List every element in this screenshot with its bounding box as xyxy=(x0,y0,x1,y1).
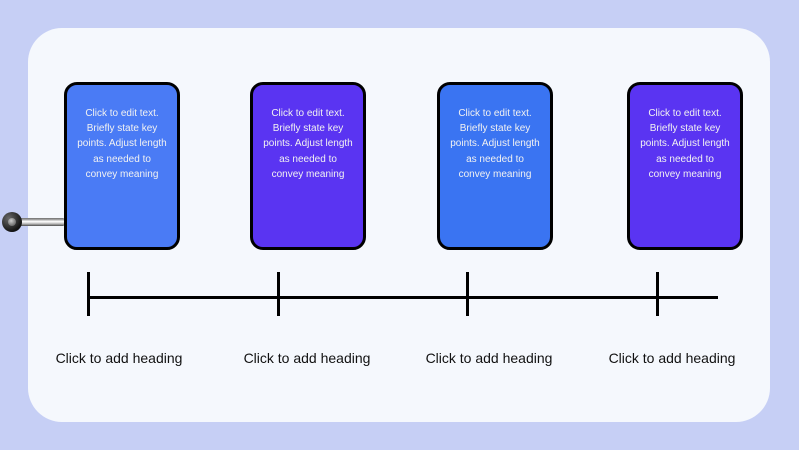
milestone-card-4-text[interactable]: Click to edit text. Briefly state key po… xyxy=(640,108,730,180)
connector-pin-icon[interactable] xyxy=(2,212,64,232)
timeline-heading-1[interactable]: Click to add heading xyxy=(55,350,183,366)
milestone-card-3[interactable]: Click to edit text. Briefly state key po… xyxy=(437,82,553,250)
timeline-tick-4 xyxy=(656,272,659,316)
milestone-card-1-text[interactable]: Click to edit text. Briefly state key po… xyxy=(77,108,167,180)
milestone-card-2[interactable]: Click to edit text. Briefly state key po… xyxy=(250,82,366,250)
milestone-card-4[interactable]: Click to edit text. Briefly state key po… xyxy=(627,82,743,250)
timeline-tick-1 xyxy=(87,272,90,316)
pin-head-center xyxy=(8,218,16,226)
timeline-heading-4[interactable]: Click to add heading xyxy=(608,350,736,366)
timeline-tick-3 xyxy=(466,272,469,316)
timeline-tick-2 xyxy=(277,272,280,316)
pin-head xyxy=(2,212,22,232)
pin-rod xyxy=(16,218,64,226)
timeline-heading-2[interactable]: Click to add heading xyxy=(243,350,371,366)
timeline-axis xyxy=(87,296,718,299)
timeline-heading-3[interactable]: Click to add heading xyxy=(425,350,553,366)
milestone-card-1[interactable]: Click to edit text. Briefly state key po… xyxy=(64,82,180,250)
milestone-card-2-text[interactable]: Click to edit text. Briefly state key po… xyxy=(263,108,353,180)
milestone-card-3-text[interactable]: Click to edit text. Briefly state key po… xyxy=(450,108,540,180)
